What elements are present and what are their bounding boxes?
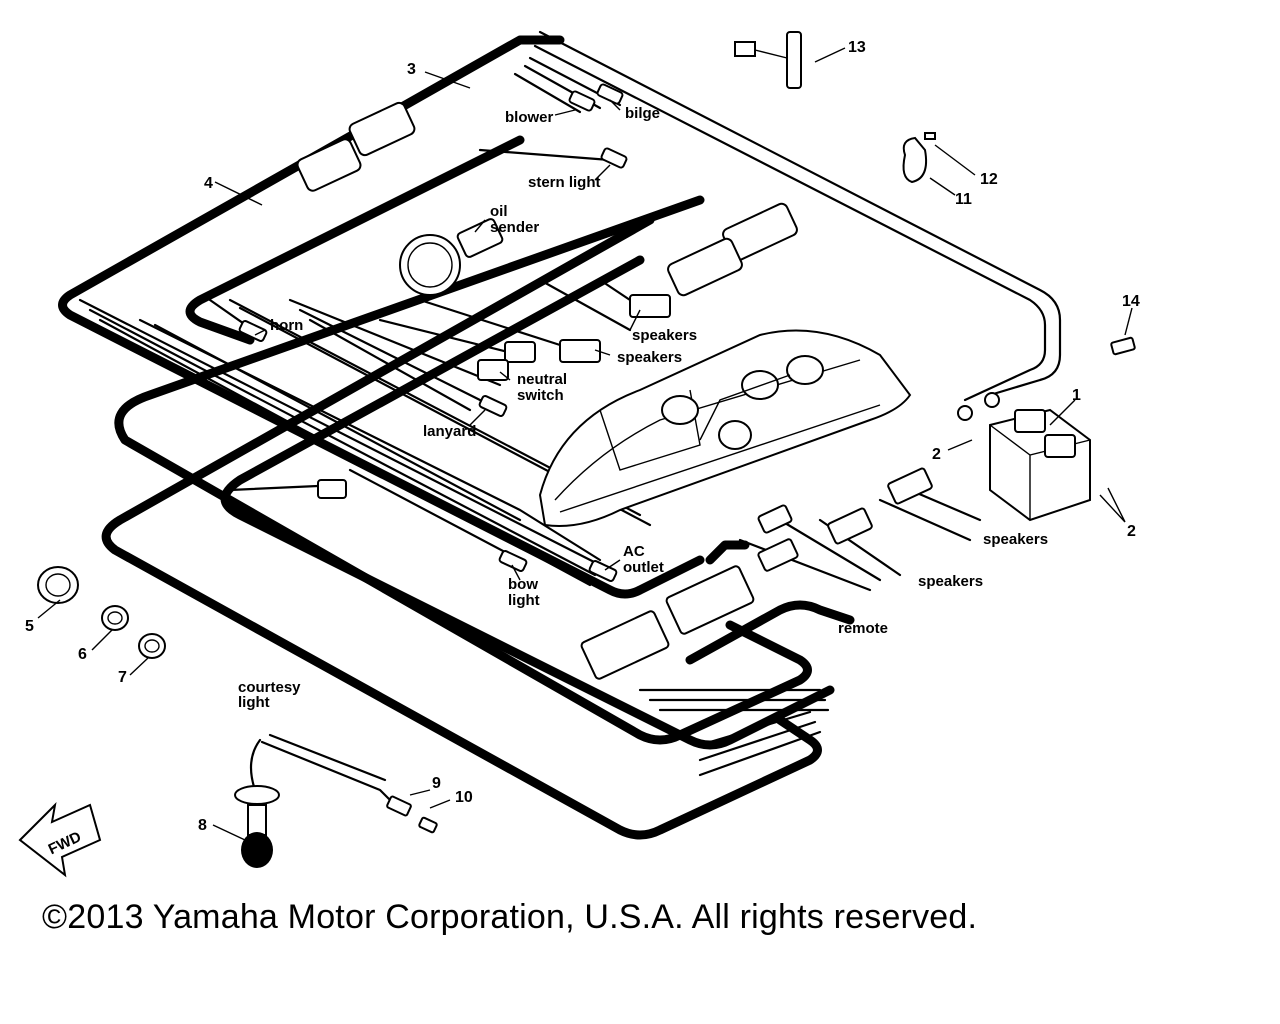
wire-labels: blower bilge stern light oil sender horn… [238,105,1048,711]
harness-connectors [238,83,933,680]
label-speakers-right: speakers [983,531,1048,548]
leader-lines [37,47,1133,841]
callout-12: 12 [980,171,998,188]
callout-7: 7 [118,669,127,686]
copyright-notice: ©2013 Yamaha Motor Corporation, U.S.A. A… [42,898,978,936]
label-neutral-switch-line2: switch [517,387,564,404]
callout-3: 3 [407,61,416,78]
callout-13: 13 [848,39,866,56]
callout-9: 9 [432,775,441,792]
thin-wires [78,30,1062,812]
label-bilge: bilge [625,105,660,122]
label-horn: horn [270,317,303,334]
fwd-arrow: FWD [18,802,102,878]
label-lanyard: lanyard [423,423,476,440]
callout-4: 4 [204,175,213,192]
label-blower: blower [505,109,554,126]
label-stern-light: stern light [528,174,601,191]
callout-10: 10 [455,789,473,806]
label-oil-sender-line2: sender [490,219,539,236]
callout-14: 14 [1122,293,1140,310]
main-harness [58,35,855,840]
battery-box [957,392,1091,522]
callout-1: 1 [1072,387,1081,404]
callout-2-right: 2 [1127,523,1136,540]
label-oil-sender-line1: oil [490,203,508,220]
callout-6: 6 [78,646,87,663]
label-bow-light-line1: bow [508,576,538,593]
label-remote: remote [838,620,888,637]
callout-11: 11 [955,191,972,208]
label-speakers-lower: speakers [918,573,983,590]
label-neutral-switch-line1: neutral [517,371,567,388]
label-courtesy-light-line1: courtesy [238,679,301,696]
boat-illustration [538,329,912,527]
callout-5: 5 [25,618,34,635]
label-ac-outlet-line1: AC [623,543,645,560]
label-speakers-mid: speakers [617,349,682,366]
label-speakers-upper: speakers [632,327,697,344]
small-parts [37,31,1136,868]
callout-8: 8 [198,817,207,834]
label-ac-outlet-line2: outlet [623,559,664,576]
callout-numbers: 1 2 2 3 4 5 6 7 8 9 10 11 12 13 14 [25,39,1140,834]
callout-2-left: 2 [932,446,941,463]
label-courtesy-light-line2: light [238,694,270,711]
label-bow-light-line2: light [508,592,540,609]
